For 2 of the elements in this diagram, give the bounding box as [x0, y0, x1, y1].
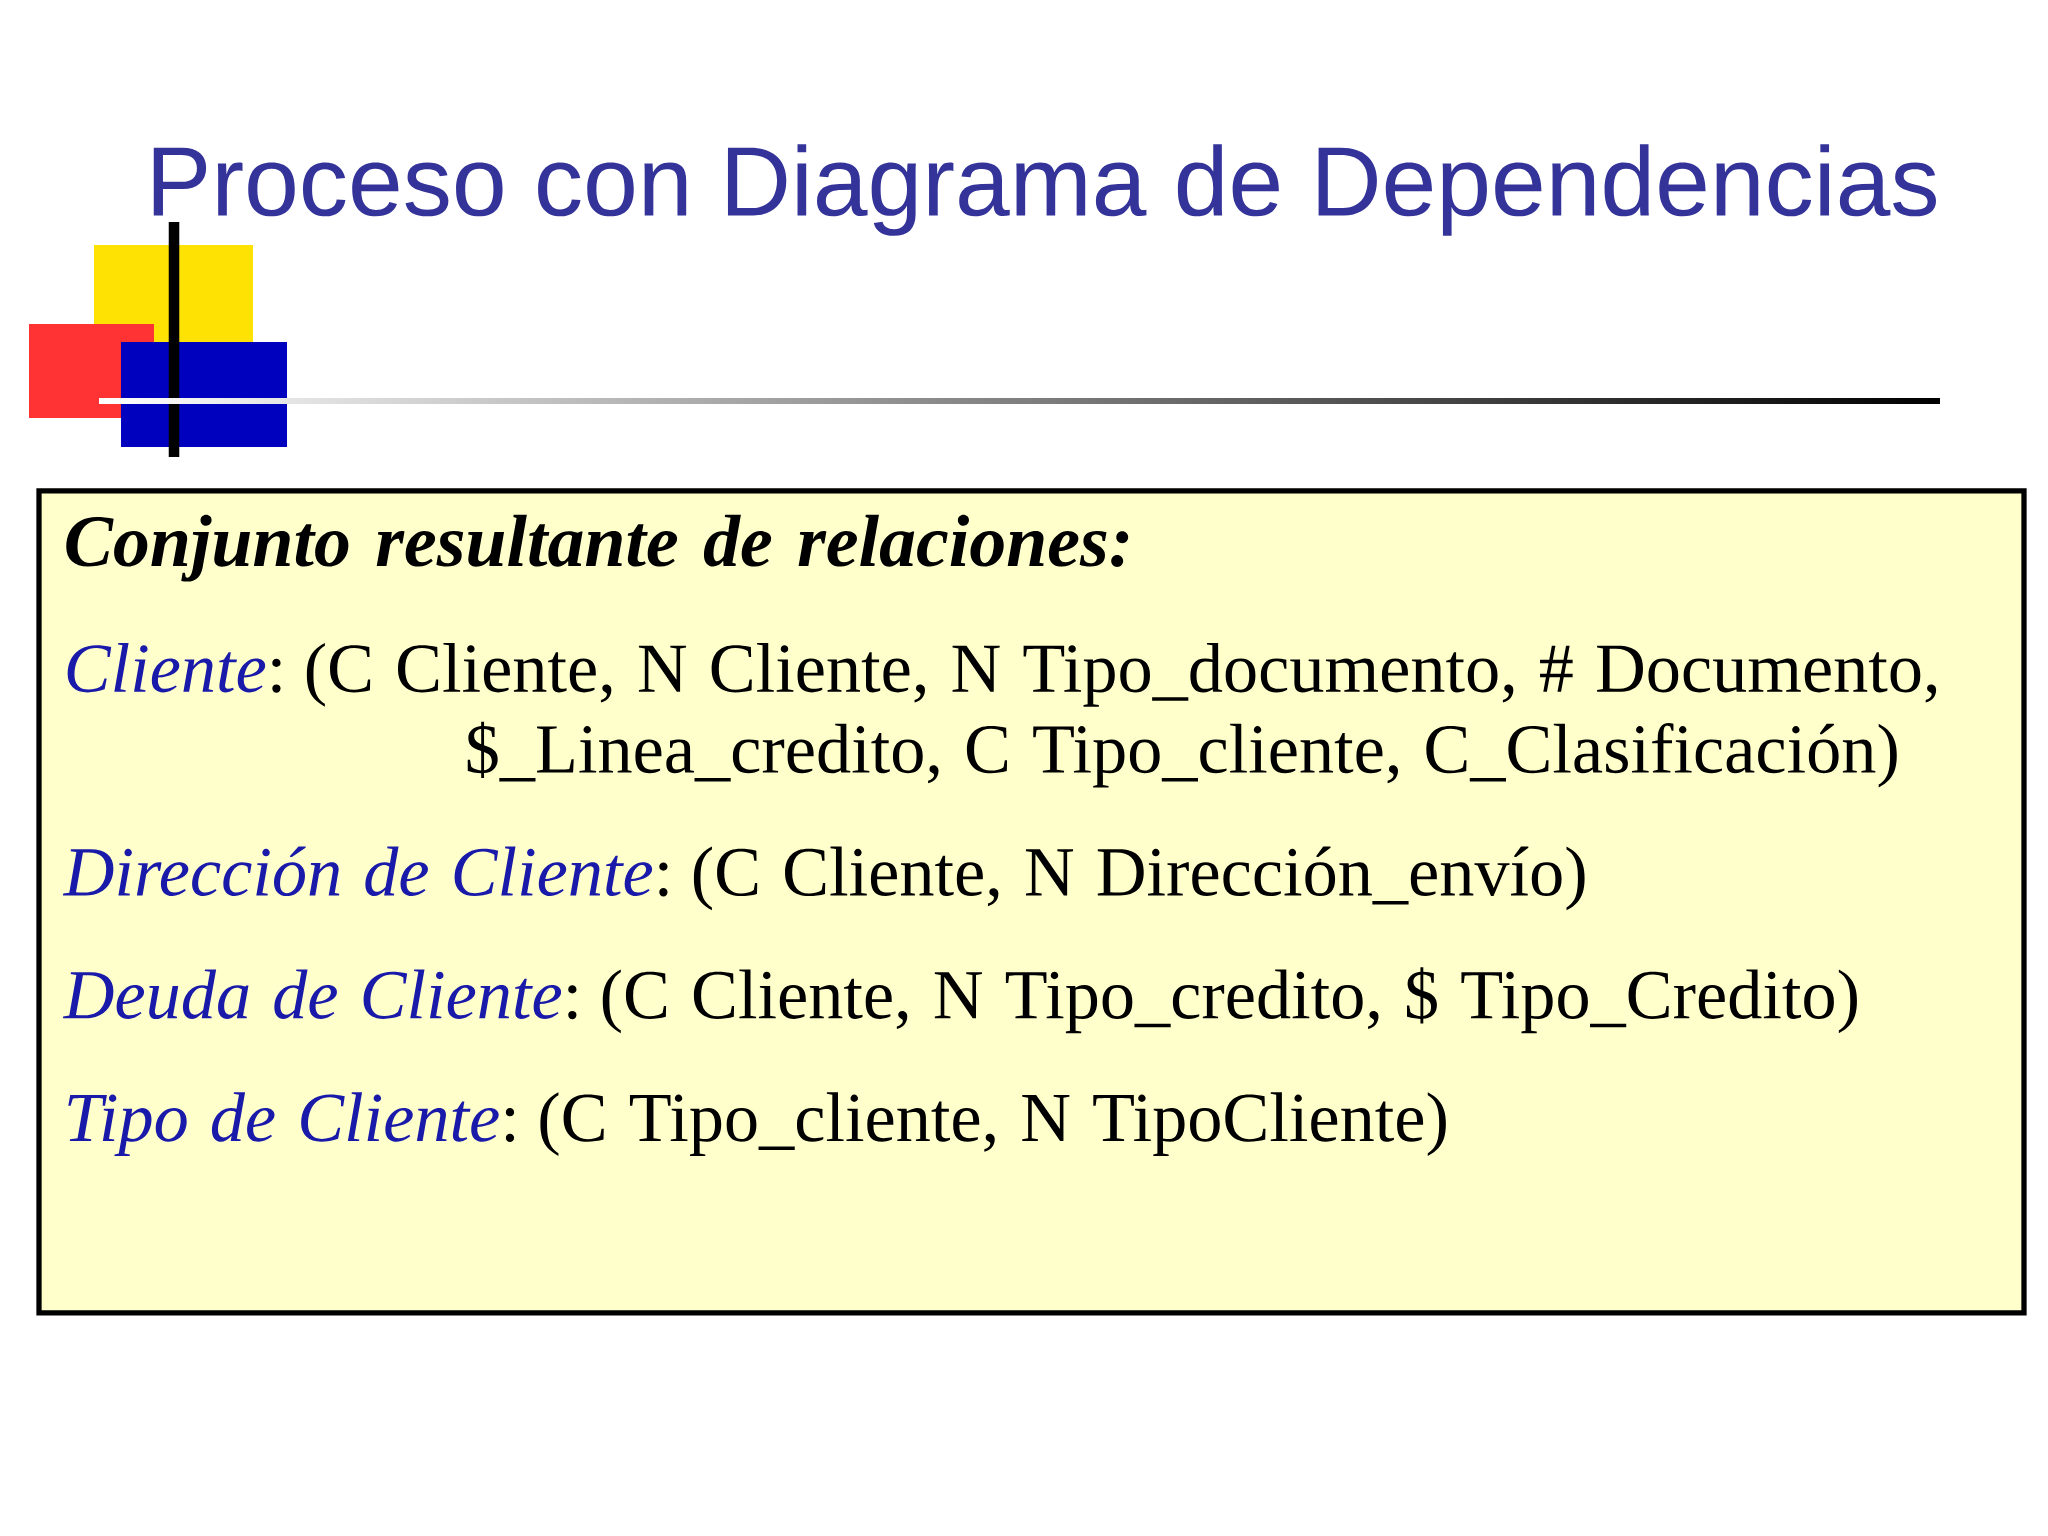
slide-title: Proceso con Diagrama de Dependencias — [153, 144, 1936, 236]
text-box: Conjunto resultante de relaciones: Cliente: (C Cliente, N Cliente, N Tipo_documento, # Documento, $_Linea_credito, C Tipo_cliente, C_Clasificación) Dirección de Cliente: (C Cliente, N Dirección_envío) Deuda de Cliente: (C Cliente, N Tipo_credito, $ Tipo_Credito) Tipo de Cliente: (C Tipo_cliente, N TipoCliente) — [36, 488, 2027, 1316]
